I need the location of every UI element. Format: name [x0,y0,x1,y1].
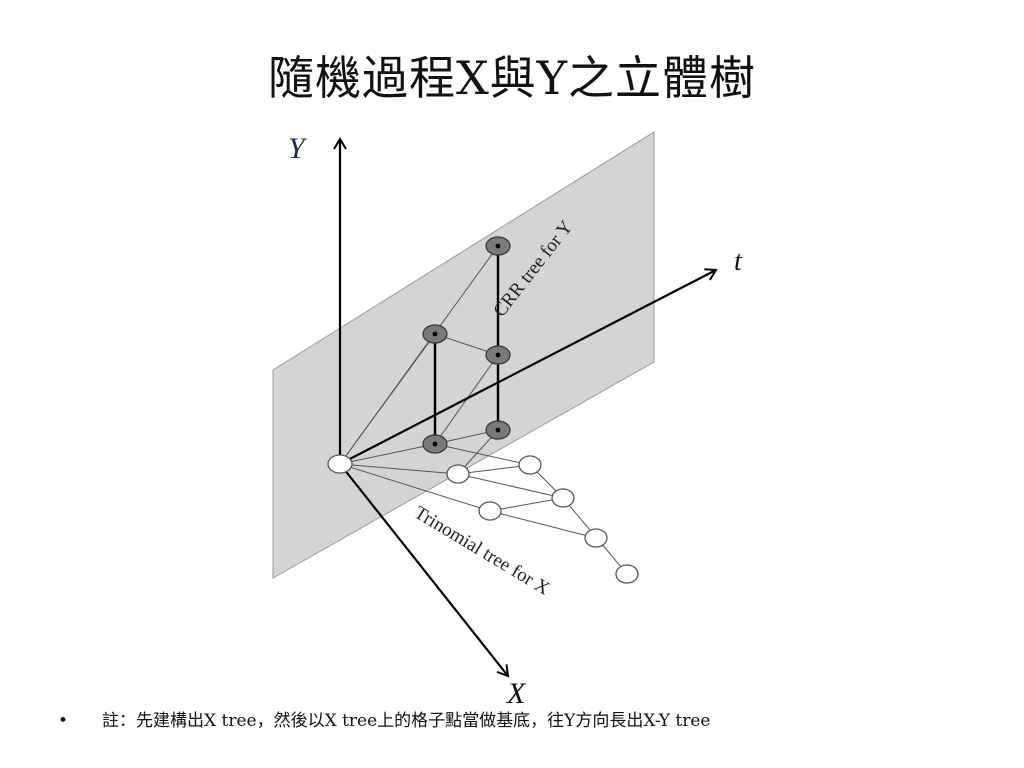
crr-vertical-links [433,246,500,444]
y-axis-label: Y [288,132,308,165]
trinomial-node [584,528,608,548]
crr-node [485,236,511,256]
crr-node [485,345,511,365]
trinomial-node [615,564,639,584]
crr-node [422,324,448,344]
footnote: • 註：先建構出X tree，然後以X tree上的格子點當做基底，往Y方向長出X… [58,706,710,731]
footnote-text: 註：先建構出X tree，然後以X tree上的格子點當做基底，往Y方向長出X-… [102,711,711,731]
t-axis [339,268,718,465]
bullet-marker: • [58,711,69,731]
crr-node [485,420,511,440]
crr-nodes [422,236,511,454]
root-node [327,454,353,474]
trinomial-node [446,464,470,484]
slide-title: 隨機過程X與Y之立體樹 [267,51,757,105]
trinomial-node [551,488,575,508]
trinomial-node [518,455,542,475]
trinomial-nodes [446,455,639,584]
x-axis-label: X [506,677,527,710]
x-axis [339,463,510,678]
yt-plane [272,131,655,579]
t-axis-label: t [734,246,743,277]
trinomial-node [478,501,502,521]
crr-node [422,434,448,454]
